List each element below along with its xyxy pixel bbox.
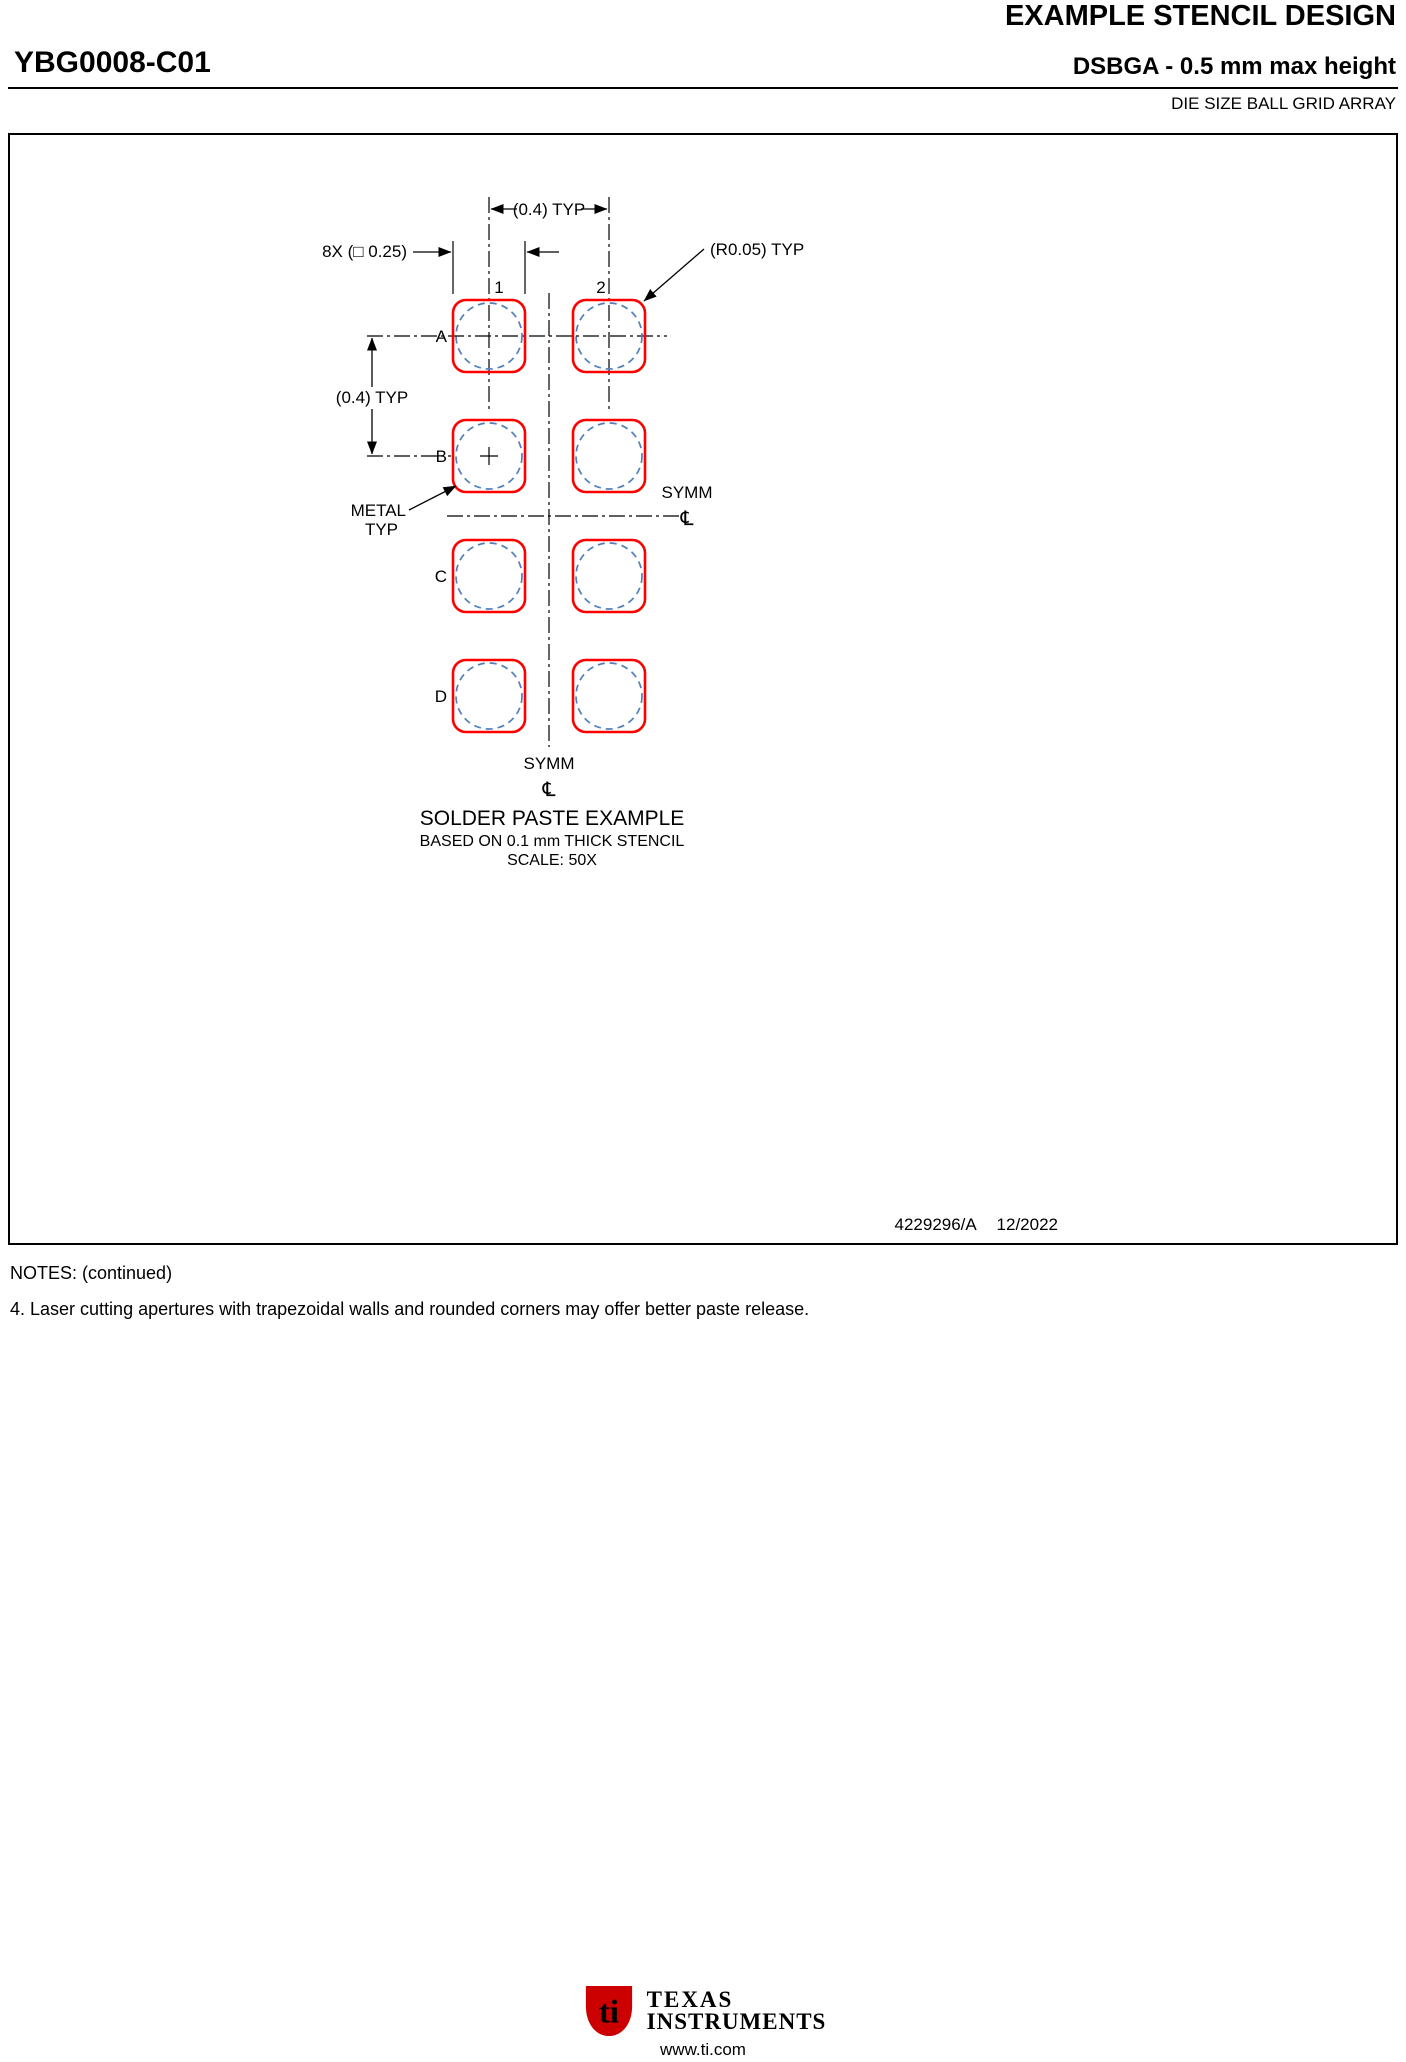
notes-heading: NOTES: (continued) (10, 1263, 173, 1283)
ti-logo-letters: ti (599, 1995, 619, 2031)
website-url: www.ti.com (660, 2040, 746, 2059)
stencil-drawing: (0.4) TYP 8X (□ 0.25) (R0.05) TYP (0.4) … (322, 197, 804, 869)
centerlines (367, 197, 682, 747)
row-label-a: A (436, 327, 448, 346)
symm-label-bottom: SYMM (524, 754, 575, 773)
package-family: DIE SIZE BALL GRID ARRAY (1171, 94, 1396, 113)
drawing-number: 4229296/A (894, 1215, 976, 1234)
aperture-pad-a1 (451, 298, 527, 374)
centerline-symbol-bottom: ℄ (542, 779, 556, 801)
metal-label-line1: METAL (351, 501, 406, 520)
brand-line2: INSTRUMENTS (646, 2009, 827, 2034)
ball-outline-b2 (575, 422, 643, 490)
row-label-b: B (436, 447, 447, 466)
ti-logo-icon: ti (585, 1985, 632, 2037)
ball-outline-c1 (455, 542, 523, 610)
doc-title: EXAMPLE STENCIL DESIGN (1004, 0, 1396, 32)
package-heading: DSBGA - 0.5 mm max height (1072, 53, 1396, 80)
part-number: YBG0008-C01 (14, 46, 211, 79)
note-4: 4. Laser cutting apertures with trapezoi… (10, 1299, 810, 1319)
brand-name: TEXAS INSTRUMENTS (646, 1987, 827, 2034)
dim-aperture-label: 8X (□ 0.25) (322, 242, 407, 261)
aperture-pad-b1 (451, 418, 527, 494)
col-label-1: 1 (494, 278, 503, 297)
footer: ti TEXAS INSTRUMENTS www.ti.com (0, 1985, 1406, 2060)
dim-radius-label: (R0.05) TYP (710, 240, 804, 259)
aperture-pad-d1 (451, 658, 527, 734)
aperture-pad-b2 (571, 418, 647, 494)
aperture-grid (451, 298, 647, 734)
aperture-pad-c1 (451, 538, 527, 614)
ball-outline-b1 (455, 422, 523, 490)
header-rule (8, 87, 1398, 89)
caption-title: SOLDER PASTE EXAMPLE (420, 807, 685, 830)
row-label-d: D (435, 687, 447, 706)
caption-line3: SCALE: 50X (507, 852, 597, 869)
doc-number-block: 4229296/A 12/2022 (895, 1215, 1059, 1235)
dim-pitch-left-label: (0.4) TYP (336, 388, 408, 407)
caption-line2: BASED ON 0.1 mm THICK STENCIL (420, 833, 685, 850)
ball-outline-d2 (575, 662, 643, 730)
symm-label-right: SYMM (662, 483, 713, 502)
drawing-frame: (0.4) TYP 8X (□ 0.25) (R0.05) TYP (0.4) … (8, 133, 1398, 1245)
ball-outline-d1 (455, 662, 523, 730)
aperture-pad-a2 (571, 298, 647, 374)
aperture-pad-c2 (571, 538, 647, 614)
aperture-pad-d2 (571, 658, 647, 734)
dim-pitch-top-label: (0.4) TYP (513, 200, 585, 219)
ti-logo: ti TEXAS INSTRUMENTS (580, 1985, 827, 2037)
revision-date: 12/2022 (996, 1215, 1058, 1234)
col-label-2: 2 (596, 278, 605, 297)
ball-outline-c2 (575, 542, 643, 610)
ball-outline-a1 (455, 302, 523, 370)
ball-outline-a2 (575, 302, 643, 370)
metal-label-line2: TYP (365, 520, 398, 539)
dimension-lines (367, 204, 705, 511)
centerline-symbol-right: ℄ (680, 508, 694, 530)
brand-line1: TEXAS (646, 1987, 734, 2013)
row-label-c: C (435, 567, 447, 586)
